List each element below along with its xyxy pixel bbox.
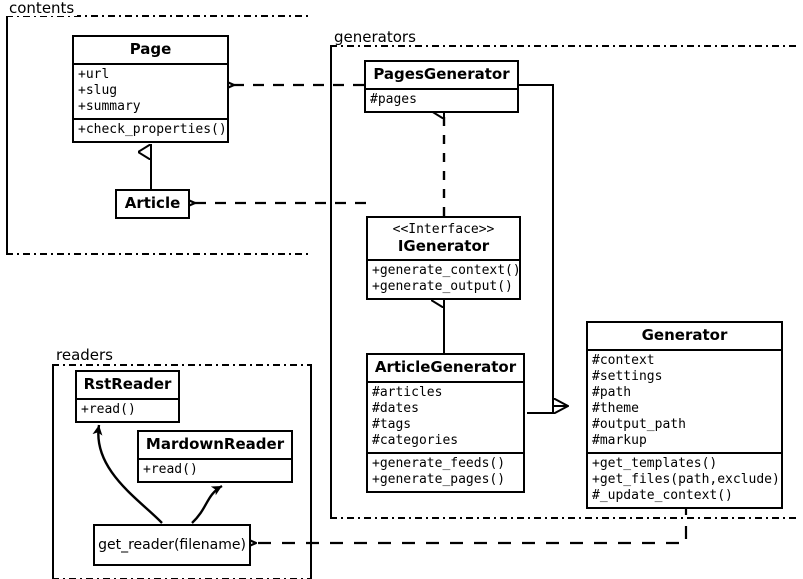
package-contents-label: contents <box>6 0 78 16</box>
class-operation: +read() <box>143 462 198 477</box>
class-attributes-pages-generator: #pages <box>366 88 517 111</box>
class-attributes-generator: #context #settings #path #theme #output_… <box>588 349 781 452</box>
class-attributes-article-generator: #articles #dates #tags #categories <box>368 381 523 452</box>
class-attribute: +summary <box>78 99 141 114</box>
function-name-get-reader: get_reader(filename) <box>98 537 246 553</box>
class-attribute: #tags <box>372 417 412 432</box>
class-operation: +generate_output() <box>372 279 513 294</box>
class-attribute: +slug <box>78 83 118 98</box>
class-operation: #_update_context() <box>592 488 733 503</box>
class-box-rst-reader[interactable]: RstReader +read() <box>75 370 180 423</box>
package-generators-label: generators <box>331 29 419 45</box>
class-operation: +get_files(path,exclude) <box>592 472 780 487</box>
class-operation: +generate_feeds() <box>372 456 506 471</box>
class-attribute: #dates <box>372 401 419 416</box>
class-name-page: Page <box>129 40 172 58</box>
class-operation: +generate_context() <box>372 263 521 278</box>
class-name-mardown-reader: MardownReader <box>145 435 285 453</box>
class-name-text-igenerator: IGenerator <box>397 237 490 255</box>
class-attribute: #categories <box>372 433 459 448</box>
class-name-article: Article <box>124 194 181 212</box>
class-operations-generator: +get_templates() +get_files(path,exclude… <box>588 452 781 507</box>
package-readers-label: readers <box>53 347 116 363</box>
class-operation: +get_templates() <box>592 456 718 471</box>
class-operations-igenerator: +generate_context() +generate_output() <box>368 259 521 298</box>
class-attribute: #path <box>592 385 632 400</box>
class-box-generator[interactable]: Generator #context #settings #path #them… <box>586 321 783 509</box>
class-attribute: #settings <box>592 369 663 384</box>
class-box-mardown-reader[interactable]: MardownReader +read() <box>137 430 293 483</box>
class-operations-article-generator: +generate_feeds() +generate_pages() <box>368 452 523 491</box>
class-operations-rst-reader: +read() <box>77 398 178 421</box>
class-name-article-generator: ArticleGenerator <box>374 358 517 376</box>
class-operation: +check_properties() <box>78 122 227 137</box>
class-attribute: +url <box>78 67 110 82</box>
class-attribute: #theme <box>592 401 639 416</box>
class-name-pages-generator: PagesGenerator <box>373 65 510 83</box>
class-box-article[interactable]: Article <box>115 189 190 219</box>
class-name-rst-reader: RstReader <box>83 375 172 393</box>
class-attribute: #output_path <box>592 417 686 432</box>
class-name-generator: Generator <box>641 326 728 344</box>
class-attribute: #markup <box>592 433 647 448</box>
function-box-get-reader[interactable]: get_reader(filename) <box>93 524 251 566</box>
class-box-article-generator[interactable]: ArticleGenerator #articles #dates #tags … <box>366 353 525 493</box>
class-box-igenerator[interactable]: <<Interface>> IGenerator +generate_conte… <box>366 216 521 300</box>
class-name-igenerator: <<Interface>> IGenerator <box>368 218 519 259</box>
class-box-page[interactable]: Page +url +slug +summary +check_properti… <box>72 35 229 143</box>
class-stereotype-igenerator: <<Interface>> <box>392 222 495 237</box>
class-attribute: #pages <box>370 92 417 107</box>
class-attribute: #articles <box>372 385 443 400</box>
class-operation: +generate_pages() <box>372 472 506 487</box>
class-operation: +read() <box>81 402 136 417</box>
class-attributes-page: +url +slug +summary <box>74 63 227 118</box>
class-operations-page: +check_properties() <box>74 118 227 141</box>
class-operations-mardown-reader: +read() <box>139 458 291 481</box>
class-box-pages-generator[interactable]: PagesGenerator #pages <box>364 60 519 113</box>
class-attribute: #context <box>592 353 655 368</box>
